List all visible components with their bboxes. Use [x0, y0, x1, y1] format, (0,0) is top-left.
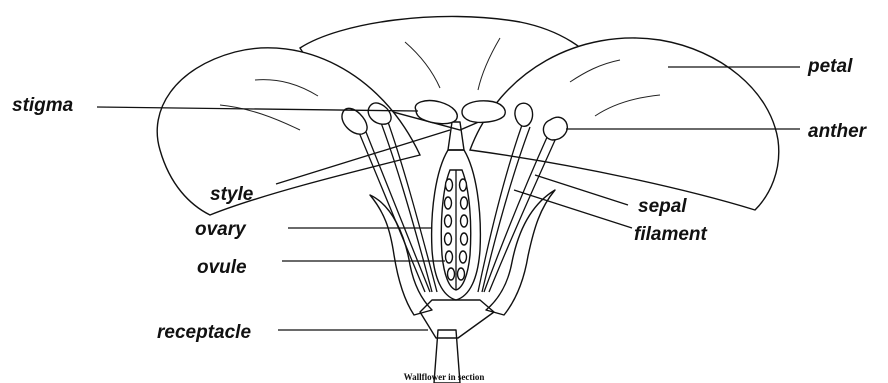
anther-label: anther — [808, 121, 868, 142]
ovule — [461, 215, 468, 227]
sepal-left — [370, 195, 432, 315]
ovary-group — [432, 150, 481, 300]
ovule-label: ovule — [197, 257, 247, 278]
ovule — [460, 251, 467, 263]
ovule — [461, 197, 468, 209]
receptacle-label: receptacle — [157, 322, 251, 343]
ovule — [445, 197, 452, 209]
sepal-label: sepal — [638, 196, 687, 217]
filament-leader — [514, 190, 632, 228]
ovule — [461, 233, 468, 245]
ovary-label: ovary — [195, 219, 247, 240]
filament-label: filament — [634, 224, 708, 245]
receptacle-shape — [420, 300, 494, 338]
filament-shape — [489, 138, 556, 292]
ovule — [446, 179, 453, 191]
diagram-caption: Wallflower in section — [404, 372, 485, 382]
ovule — [446, 251, 453, 263]
sepal-leader — [535, 175, 628, 205]
ovule — [458, 268, 465, 280]
ovule — [448, 268, 455, 280]
petal-label: petal — [807, 56, 853, 77]
anther-shape — [515, 103, 533, 126]
stigma-lobe-right — [462, 101, 505, 123]
ovule — [445, 233, 452, 245]
sepal-right — [486, 190, 555, 315]
ovule — [445, 215, 452, 227]
ovule — [460, 179, 467, 191]
stigma-label: stigma — [12, 95, 74, 116]
style-label: style — [210, 184, 254, 205]
